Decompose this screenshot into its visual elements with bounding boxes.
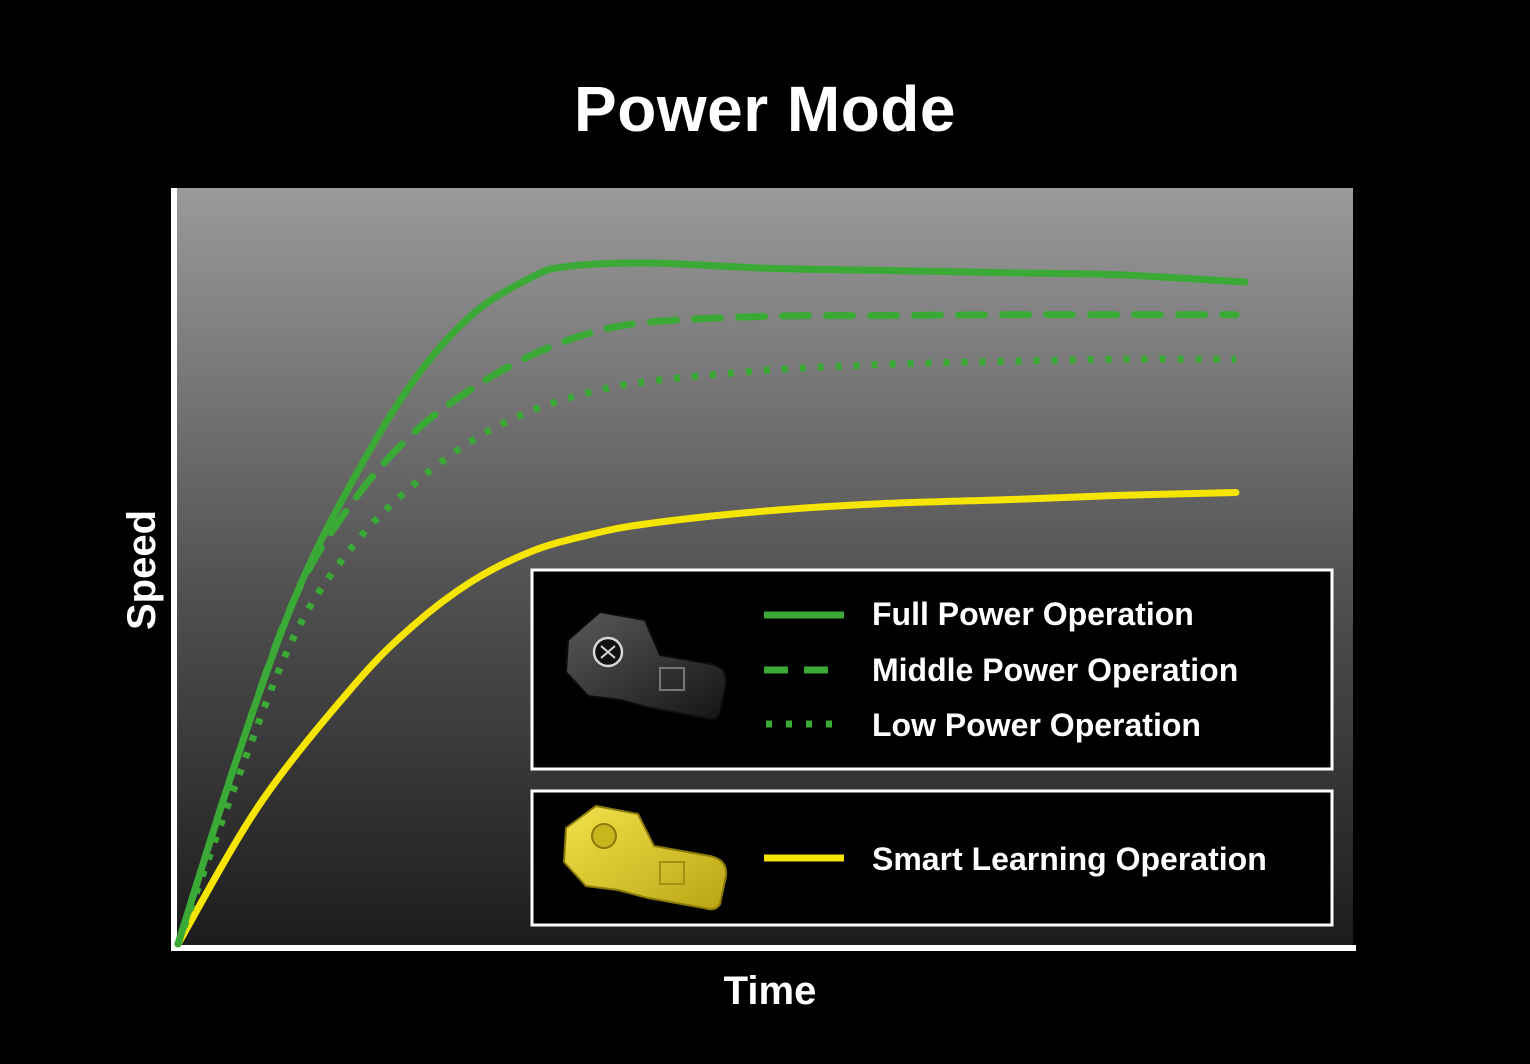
yellow-slo-key-icon	[562, 804, 728, 911]
legend-black-key: Full Power Operation Middle Power Operat…	[530, 568, 1334, 771]
series-group	[174, 259, 1249, 948]
series-line-full-power-operation	[174, 259, 1249, 948]
x-axis-label: Time	[724, 969, 817, 1013]
legend-label-smart: Smart Learning Operation	[872, 841, 1267, 877]
legend-yellow-key: Smart Learning Operation	[530, 789, 1334, 927]
chart-title: Power Mode	[574, 73, 956, 145]
legend-label-middle: Middle Power Operation	[872, 652, 1238, 688]
series-line-smart-learning-operation	[174, 489, 1240, 948]
y-axis-label: Speed	[120, 510, 164, 630]
legend-label-full: Full Power Operation	[872, 596, 1194, 632]
series-line-low-power-operation	[174, 355, 1237, 946]
black-smart-key-icon	[564, 610, 728, 721]
legend-label-low: Low Power Operation	[872, 707, 1201, 743]
